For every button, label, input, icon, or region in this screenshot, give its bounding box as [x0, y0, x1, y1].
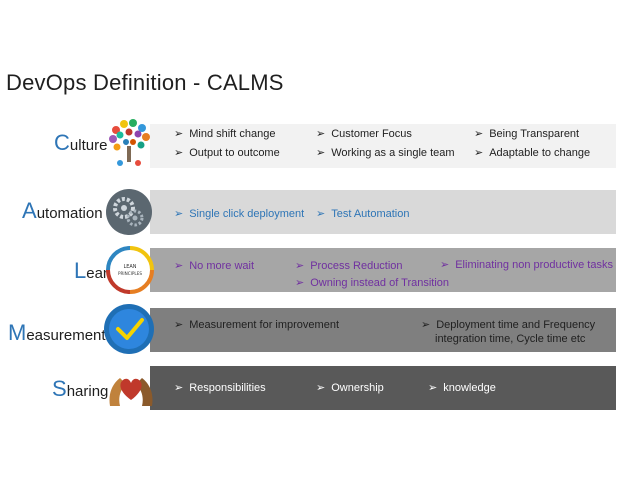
- sharing-bullet-3: ➢knowledge: [428, 381, 496, 394]
- checkmark-circle-icon: [102, 302, 156, 356]
- people-tree-icon: [102, 116, 156, 170]
- lean-bullet-2: ➢Process Reduction: [295, 259, 403, 272]
- culture-bullet-4: ➢Output to outcome: [174, 146, 280, 159]
- sharing-bullet-1: ➢Responsibilities: [174, 381, 266, 394]
- measurement-initial: M: [8, 320, 26, 345]
- automation-rest: utomation: [37, 205, 103, 222]
- automation-bullet-2: ➢Test Automation: [316, 207, 410, 220]
- lean-initial: L: [74, 258, 86, 283]
- measurement-bullet-1: ➢Measurement for improvement: [174, 318, 339, 331]
- page-title: DevOps Definition - CALMS: [6, 70, 284, 96]
- culture-bullet-1: ➢Mind shift change: [174, 127, 275, 140]
- measurement-rest: easurement: [26, 327, 105, 344]
- sharing-initial: S: [52, 376, 67, 401]
- culture-bullet-6: ➢Adaptable to change: [474, 146, 590, 159]
- lean-bullet-3: ➢Eliminating non productive tasks: [440, 258, 613, 271]
- automation-bullet-1: ➢Single click deployment: [174, 207, 304, 220]
- culture-bullet-3: ➢Being Transparent: [474, 127, 579, 140]
- svg-text:LEAN: LEAN: [123, 264, 136, 270]
- culture-initial: C: [54, 130, 70, 155]
- sharing-bullet-2: ➢Ownership: [316, 381, 384, 394]
- lean-principles-icon: LEAN PRINCIPLES: [106, 246, 154, 294]
- svg-text:PRINCIPLES: PRINCIPLES: [118, 271, 142, 276]
- measurement-bullet-2: ➢Deployment time and Frequency: [421, 318, 595, 331]
- automation-label: Automation: [22, 198, 103, 224]
- hands-heart-icon: [106, 366, 156, 410]
- sharing-rest: haring: [67, 383, 109, 400]
- measurement-bullet-2-cont: integration time, Cycle time etc: [435, 333, 585, 345]
- culture-label: Culture: [54, 130, 107, 156]
- automation-initial: A: [22, 198, 37, 223]
- lean-bullet-1: ➢No more wait: [174, 259, 254, 272]
- culture-bullet-2: ➢Customer Focus: [316, 127, 412, 140]
- gears-icon: [104, 188, 154, 236]
- sharing-label: Sharing: [52, 376, 108, 402]
- culture-bullet-5: ➢Working as a single team: [316, 146, 455, 159]
- measurement-label: Measurement: [8, 320, 106, 346]
- lean-bullet-4: ➢Owning instead of Transition: [295, 276, 449, 289]
